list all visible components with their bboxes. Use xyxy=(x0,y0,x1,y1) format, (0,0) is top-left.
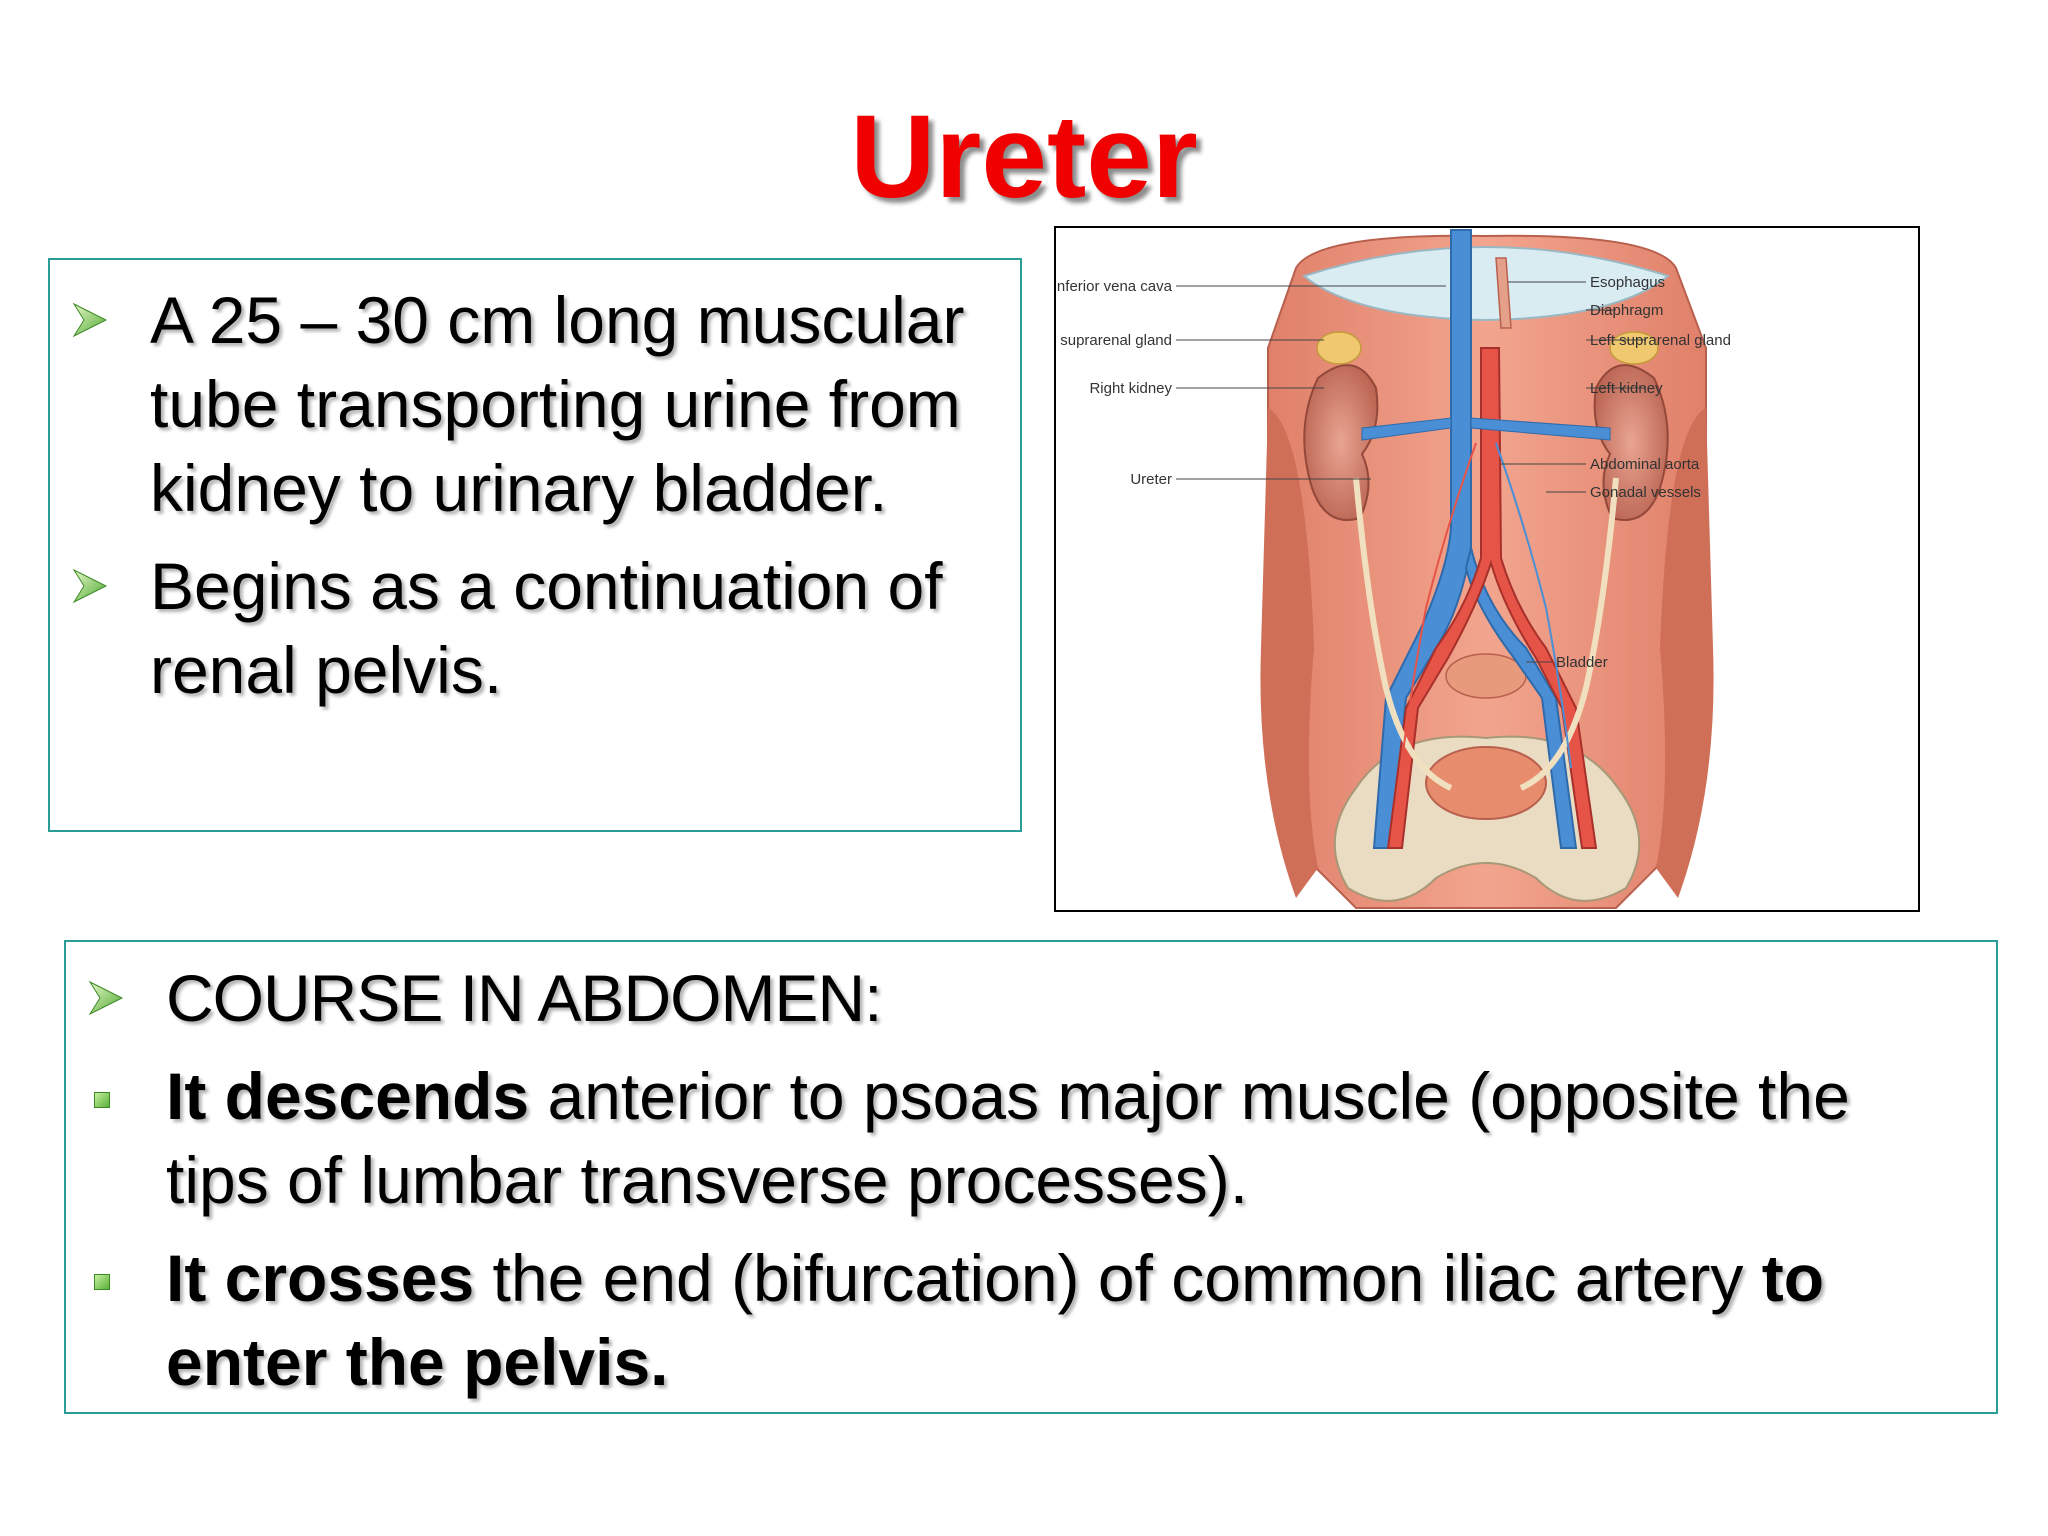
arrow-bullet-icon xyxy=(88,980,124,1016)
item-bold-text: It descends xyxy=(166,1059,530,1133)
label-abdominal-aorta: Abdominal aorta xyxy=(1590,456,1700,473)
heading-text: COURSE IN ABDOMEN: xyxy=(166,961,882,1035)
item-text: anterior to psoas major muscle (opposite… xyxy=(166,1059,1850,1217)
bottom-text-box: COURSE IN ABDOMEN: It descends anterior … xyxy=(64,940,1998,1414)
square-bullet-icon xyxy=(94,1274,110,1290)
item-text: A 25 – 30 cm long muscular tube transpor… xyxy=(150,283,965,525)
arrow-bullet-icon xyxy=(72,302,108,338)
anatomy-figure: Inferior vena cava Right suprarenal glan… xyxy=(1054,226,1920,912)
label-left-kidney: Left kidney xyxy=(1590,380,1663,397)
label-gonadal-vessels: Gonadal vessels xyxy=(1590,484,1701,501)
item-text: Begins as a continuation of renal pelvis… xyxy=(150,549,943,707)
list-item: It descends anterior to psoas major musc… xyxy=(66,1054,1996,1222)
arrow-bullet-icon xyxy=(72,568,108,604)
item-bold-text: It crosses xyxy=(166,1241,475,1315)
list-item: A 25 – 30 cm long muscular tube transpor… xyxy=(50,278,1020,530)
slide-title: Ureter xyxy=(850,91,1198,223)
item-bold-end-text: to enter the pelvis. xyxy=(166,1241,1825,1399)
posterior-abdominal-wall-illustration: Inferior vena cava Right suprarenal glan… xyxy=(1056,229,1731,909)
label-diaphragm: Diaphragm xyxy=(1590,302,1663,319)
label-right-kidney: Right kidney xyxy=(1089,380,1172,397)
label-ureter: Ureter xyxy=(1130,471,1172,488)
square-bullet-icon xyxy=(94,1092,110,1108)
label-right-suprarenal-gland: Right suprarenal gland xyxy=(1056,332,1172,349)
label-bladder: Bladder xyxy=(1556,654,1608,671)
list-item: Begins as a continuation of renal pelvis… xyxy=(50,544,1020,712)
list-item: It crosses the end (bifurcation) of comm… xyxy=(66,1236,1996,1404)
label-esophagus: Esophagus xyxy=(1590,274,1665,291)
label-inferior-vena-cava: Inferior vena cava xyxy=(1056,278,1173,295)
label-left-suprarenal-gland: Left suprarenal gland xyxy=(1590,332,1731,349)
section-heading: COURSE IN ABDOMEN: xyxy=(66,956,1996,1040)
item-text: the end (bifurcation) of common iliac ar… xyxy=(474,1241,1762,1315)
top-text-box: A 25 – 30 cm long muscular tube transpor… xyxy=(48,258,1022,832)
